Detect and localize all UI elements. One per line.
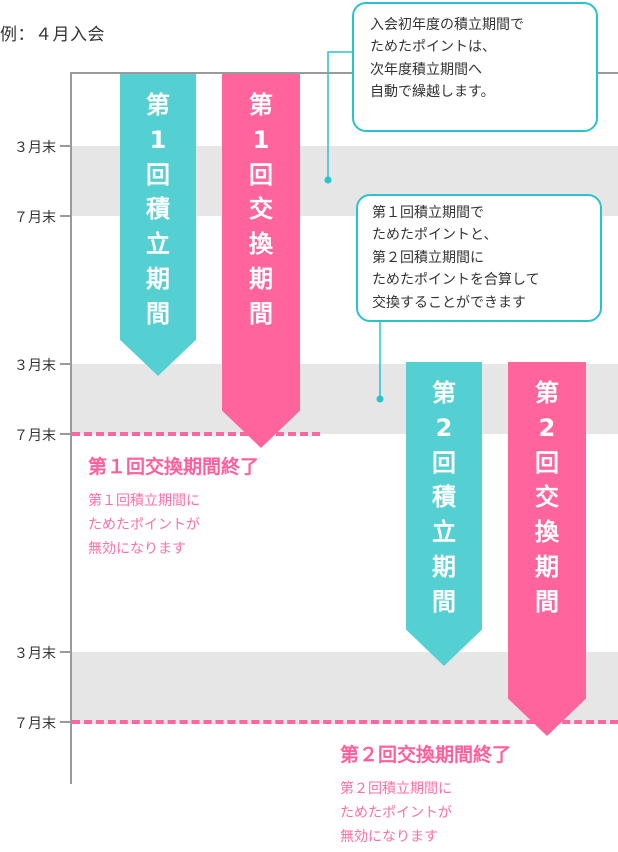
period-char: 立 — [146, 230, 170, 259]
tick-label: ７月末 — [14, 210, 56, 226]
period-1-savings: 第 1 回 積 立 期 間 — [120, 74, 196, 376]
vertical-axis-line — [70, 72, 72, 784]
period-char: 回 — [249, 160, 273, 189]
end-2-note: 第２回積立期間に ためたポイントが 無効になります — [340, 781, 452, 845]
period-2-savings: 第 2 回 積 立 期 間 — [406, 362, 482, 666]
period-char: 第 — [535, 379, 559, 407]
tick-label: ７月末 — [14, 428, 56, 444]
period-char: 期 — [432, 552, 456, 581]
note-bubble-combine: 第１回積立期間で ためたポイントと、 第２回積立期間に ためたポイントを合算して… — [356, 194, 602, 322]
period-1-exchange: 第 1 回 交 換 期 間 — [222, 74, 300, 448]
period-2-exchange: 第 2 回 交 換 期 間 — [508, 362, 586, 736]
tick-mark — [60, 215, 72, 217]
period-char: 積 — [432, 483, 456, 512]
tick-mark — [60, 651, 72, 653]
period-char: 1 — [149, 125, 167, 154]
tick-mark — [60, 145, 72, 147]
period-char: 交 — [249, 195, 273, 224]
period-char: 間 — [249, 299, 273, 328]
period-char: 期 — [249, 264, 273, 293]
period-char: 第 — [146, 91, 170, 119]
end-line-1 — [72, 432, 320, 436]
tick-mark — [60, 363, 72, 365]
period-char: 回 — [535, 448, 559, 477]
period-char: 2 — [435, 413, 453, 442]
period-char: 間 — [432, 587, 456, 616]
tick-label: ３月末 — [14, 358, 56, 374]
period-char: 間 — [535, 587, 559, 616]
end-line-2 — [72, 720, 618, 724]
period-char: 間 — [146, 299, 170, 328]
period-char: 1 — [252, 125, 270, 154]
period-char: 2 — [538, 413, 556, 442]
period-char: 第 — [432, 379, 456, 407]
end-1-title: 第１回交換期間終了 — [88, 456, 260, 478]
period-char: 第 — [249, 91, 273, 119]
period-char: 換 — [535, 518, 559, 547]
period-char: 立 — [432, 518, 456, 547]
end-2-title: 第２回交換期間終了 — [340, 744, 512, 766]
period-char: 期 — [146, 264, 170, 293]
period-char: 積 — [146, 195, 170, 224]
period-char: 回 — [146, 160, 170, 189]
period-char: 換 — [249, 230, 273, 259]
note-bubble-carryover: 入会初年度の積立期間で ためたポイントは、 次年度積立期間へ 自動で繰越します。 — [352, 2, 598, 132]
caption: 例：４月入会 — [0, 25, 105, 45]
period-char: 回 — [432, 448, 456, 477]
end-1-note: 第１回積立期間に ためたポイントが 無効になります — [88, 493, 200, 557]
tick-label: ３月末 — [14, 140, 56, 156]
tick-mark — [60, 721, 72, 723]
tick-mark — [60, 433, 72, 435]
period-char: 交 — [535, 483, 559, 512]
tick-label: ３月末 — [14, 646, 56, 662]
period-char: 期 — [535, 552, 559, 581]
tick-label: ７月末 — [14, 716, 56, 732]
